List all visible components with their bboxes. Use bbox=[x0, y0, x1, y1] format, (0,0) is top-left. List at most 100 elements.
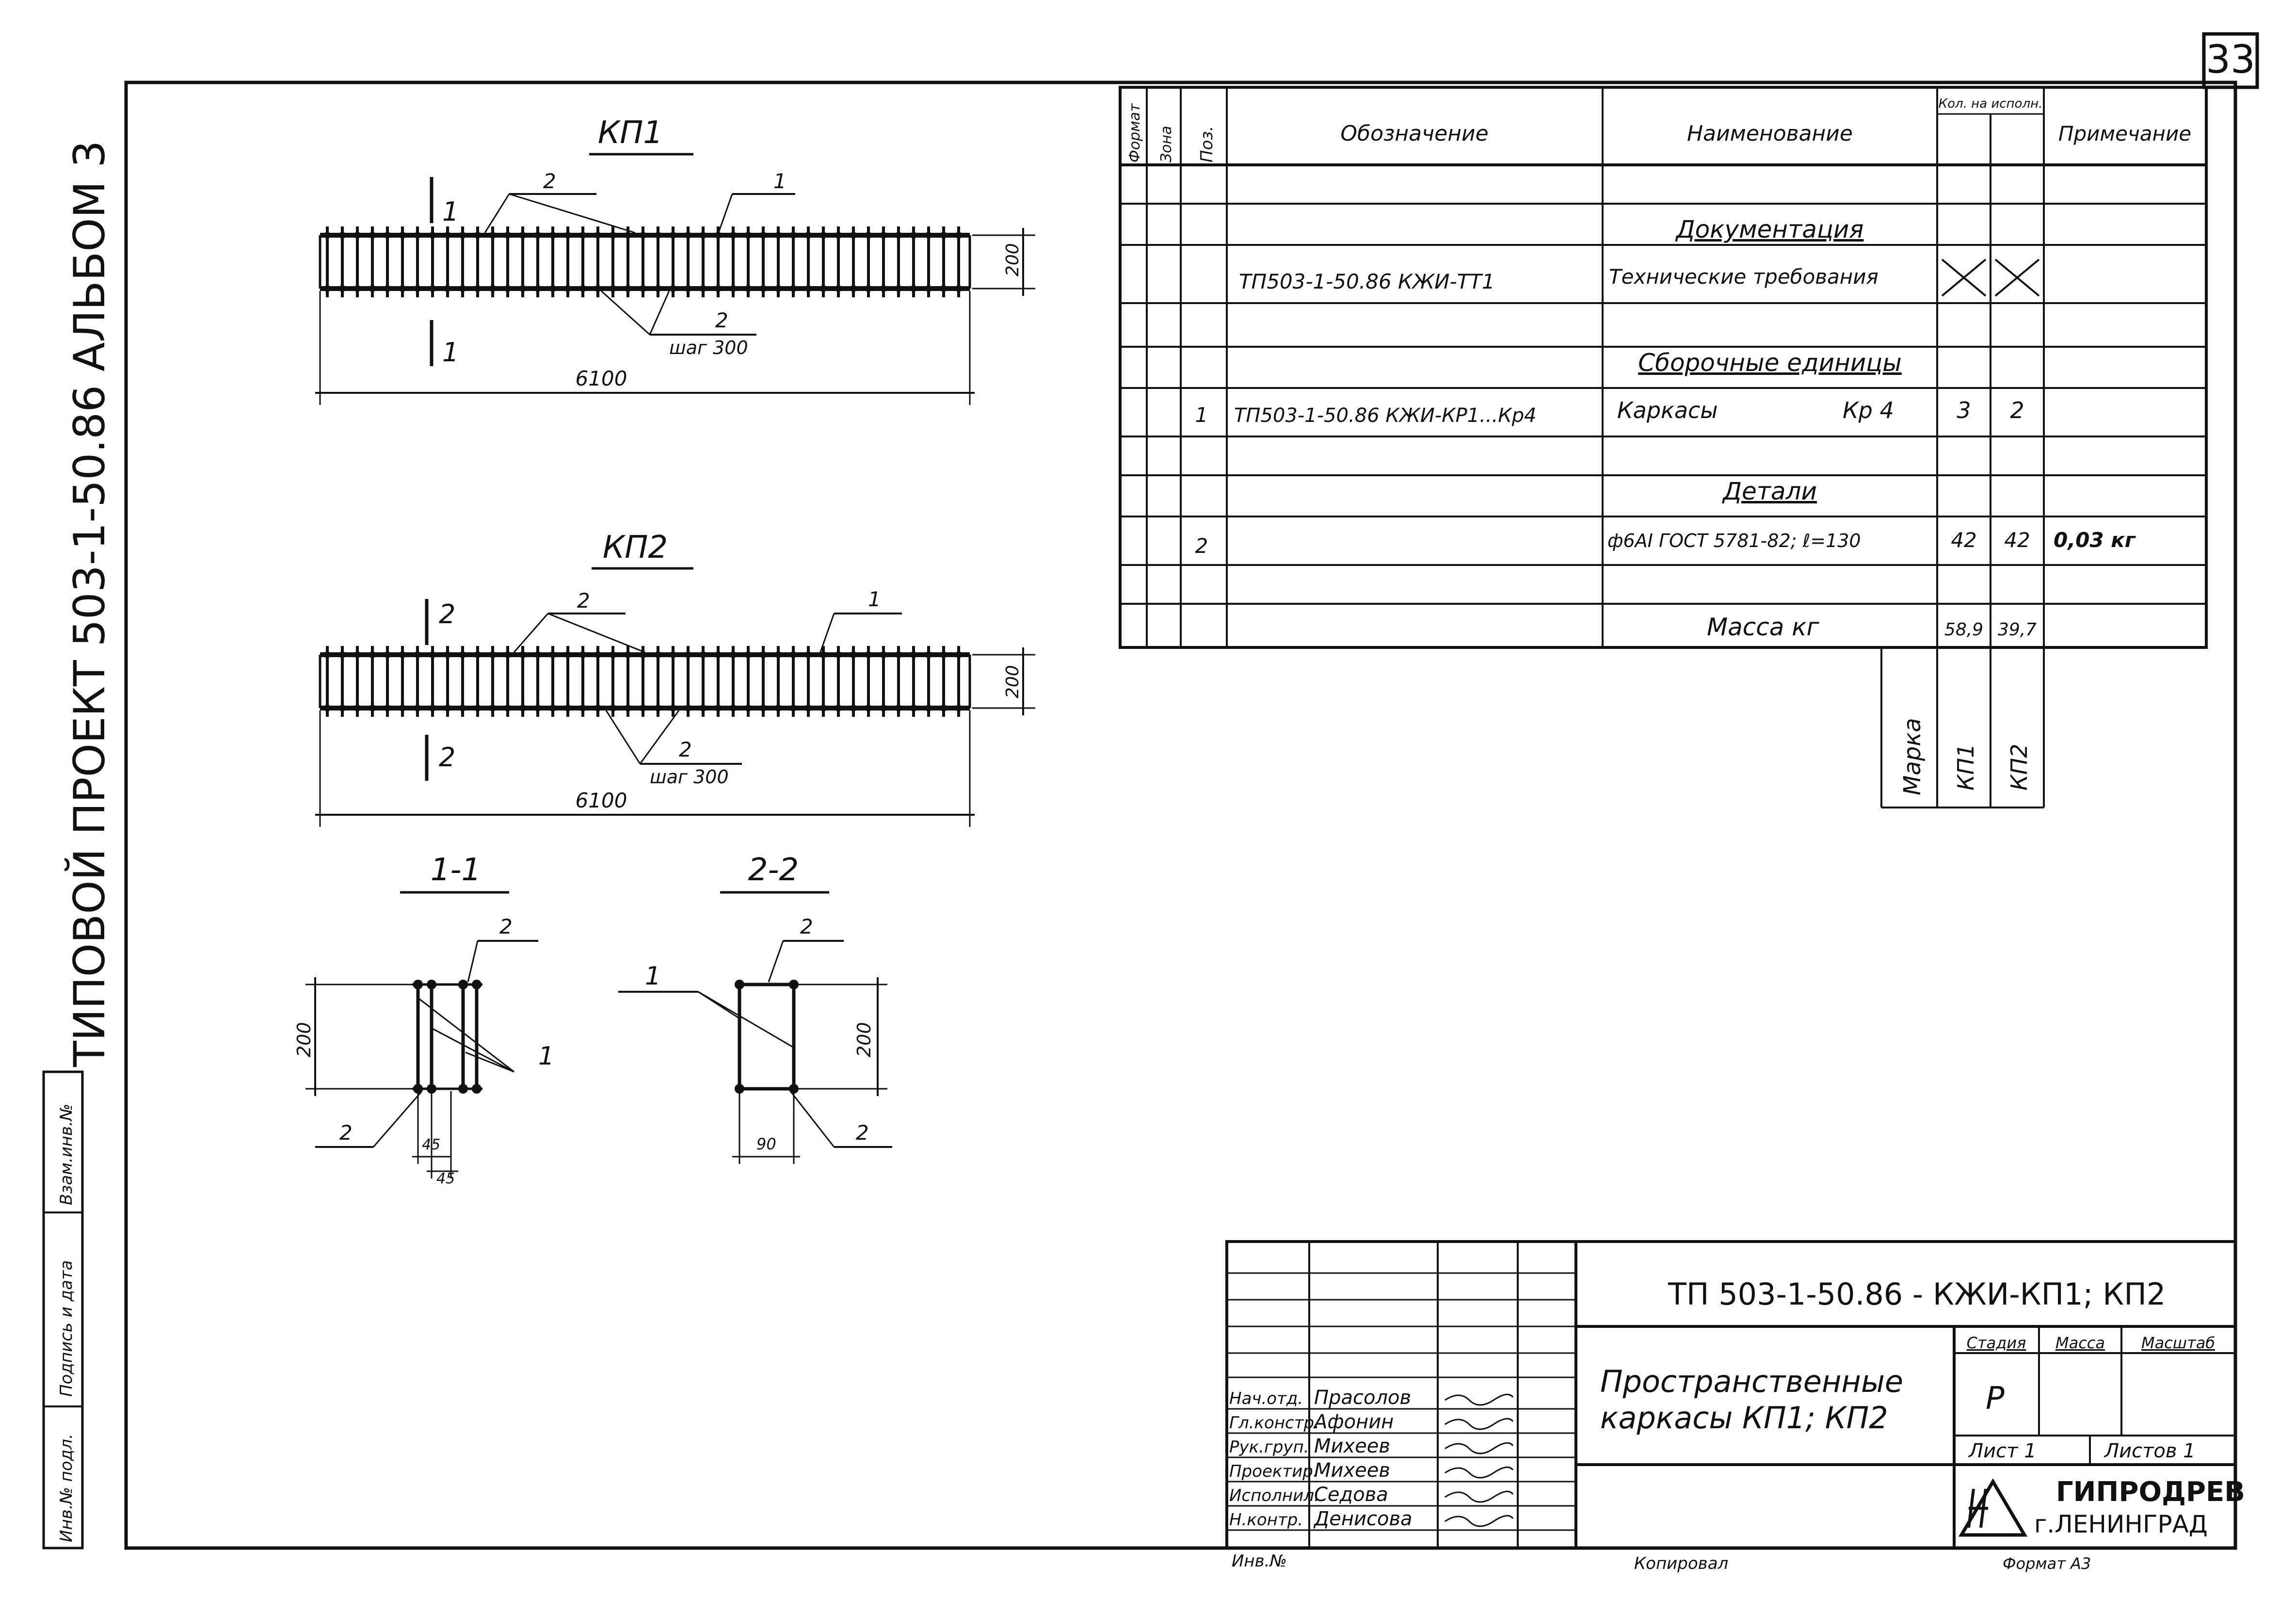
rebar-dot bbox=[339, 705, 346, 711]
tb-person-role: Проектир. bbox=[1229, 1462, 1318, 1481]
spec-details-qty2: 42 bbox=[2004, 528, 2030, 552]
rebar-dot bbox=[384, 285, 391, 292]
rebar-dot bbox=[504, 232, 511, 239]
signature bbox=[1445, 1442, 1514, 1454]
spec-header-name: Наименование bbox=[1687, 121, 1853, 146]
rebar-dot bbox=[369, 651, 376, 658]
rebar-dot bbox=[519, 705, 526, 711]
rebar-dot bbox=[820, 705, 827, 711]
spec-header-qty: Кол. на исполн. bbox=[1939, 97, 2043, 111]
rebar-dot bbox=[429, 232, 436, 239]
rebar-dot bbox=[880, 285, 887, 292]
rebar-dot bbox=[625, 651, 631, 658]
sec22-height-dim: 200 bbox=[853, 1022, 875, 1057]
spec-assembly-name: Каркасы bbox=[1617, 397, 1718, 423]
rebar-dot bbox=[489, 285, 496, 292]
rebar-dot bbox=[579, 232, 586, 239]
rebar-dot bbox=[670, 705, 676, 711]
rebar-dot bbox=[865, 705, 872, 711]
spec-details-note: 0,03 кг bbox=[2054, 528, 2136, 552]
rebar-dot bbox=[579, 651, 586, 658]
tb-person-role: Гл.констр. bbox=[1229, 1413, 1319, 1433]
tb-desc-line1: Пространственные bbox=[1600, 1364, 1903, 1399]
kp1-step: шаг 300 bbox=[669, 337, 748, 358]
rebar-dot bbox=[399, 285, 406, 292]
rebar-dot bbox=[670, 651, 676, 658]
rebar-dot bbox=[414, 651, 421, 658]
rebar-dot bbox=[459, 285, 466, 292]
tb-code: ТП 503-1-50.86 - КЖИ-КП1; КП2 bbox=[1668, 1276, 2166, 1312]
rebar-dot bbox=[369, 705, 376, 711]
rebar-dot bbox=[835, 705, 842, 711]
sec22-width-dim: 90 bbox=[756, 1135, 776, 1153]
rebar-dot bbox=[339, 285, 346, 292]
rebar-dot bbox=[444, 705, 451, 711]
tb-scale-header: Масштаб bbox=[2141, 1334, 2215, 1352]
kp2-section-bottom: 2 bbox=[439, 742, 455, 773]
spec-assembly-name-right: Кр 4 bbox=[1843, 397, 1894, 423]
rebar-dot bbox=[775, 705, 782, 711]
tb-format: Формат А3 bbox=[2003, 1554, 2091, 1573]
kp1-pos1-label: 1 bbox=[773, 169, 787, 193]
tb-person-role: Нач.отд. bbox=[1229, 1389, 1303, 1408]
rebar-dot bbox=[384, 705, 391, 711]
rebar-dot bbox=[865, 232, 872, 239]
kp2-pos2-label: 2 bbox=[577, 589, 590, 613]
spec-details-pos: 2 bbox=[1195, 534, 1208, 558]
rebar-dot bbox=[880, 651, 887, 658]
rebar-dot bbox=[865, 285, 872, 292]
rebar-dot bbox=[655, 232, 661, 239]
spec-section-details: Детали bbox=[1722, 477, 1817, 505]
rebar-dot bbox=[324, 651, 331, 658]
rebar-dot bbox=[414, 232, 421, 239]
rebar-dot bbox=[399, 232, 406, 239]
rebar-dot bbox=[745, 651, 752, 658]
sec22-pos2-top: 2 bbox=[800, 915, 813, 938]
view-kp1: КП1 6100 200 1 1 2 1 2 шаг 300 bbox=[315, 115, 1035, 405]
rebar-dot bbox=[489, 232, 496, 239]
tb-person-role: Рук.груп. bbox=[1229, 1437, 1309, 1457]
tb-person-role: Исполнил. bbox=[1229, 1486, 1319, 1505]
page-number-box bbox=[2202, 32, 2259, 89]
rebar-dot bbox=[820, 651, 827, 658]
tb-org1: ГИПРОДРЕВ bbox=[2056, 1476, 2245, 1508]
spec-assembly-pos: 1 bbox=[1195, 403, 1208, 427]
rebar-dot bbox=[910, 285, 917, 292]
rebar-dot bbox=[700, 705, 706, 711]
rebar-dot bbox=[805, 651, 812, 658]
rebar-dot bbox=[564, 651, 571, 658]
kp2-length-dim: 6100 bbox=[576, 789, 627, 812]
rebar-dot bbox=[594, 232, 601, 239]
rebar-dot bbox=[805, 285, 812, 292]
rebar-dot bbox=[354, 705, 361, 711]
margin-cell-replace: Взам.инв.№ bbox=[57, 1104, 76, 1205]
kp2-title: КП2 bbox=[603, 530, 668, 565]
rebar-dot bbox=[534, 651, 541, 658]
view-kp2: КП2 6100 200 2 2 2 1 2 шаг 300 bbox=[315, 530, 1035, 827]
rebar-dot bbox=[579, 705, 586, 711]
tb-person-name: Седова bbox=[1314, 1484, 1388, 1506]
section-2-2: 2-2 200 1 2 2 90 bbox=[618, 852, 892, 1164]
tb-sheets: Листов 1 bbox=[2103, 1440, 2196, 1462]
tb-person-name: Прасолов bbox=[1314, 1387, 1411, 1409]
kp2-cross-bars bbox=[324, 646, 962, 717]
rebar-dot bbox=[444, 285, 451, 292]
rebar-dot bbox=[564, 285, 571, 292]
sec11-title: 1-1 bbox=[431, 852, 482, 888]
rebar-dot bbox=[940, 705, 947, 711]
rebar-dot bbox=[715, 285, 722, 292]
rebar-dot bbox=[955, 285, 962, 292]
rebar-dot bbox=[474, 705, 481, 711]
rebar-dot bbox=[775, 651, 782, 658]
rebar-dot bbox=[354, 232, 361, 239]
rebar-dot bbox=[685, 232, 691, 239]
sec11-pos1: 1 bbox=[538, 1042, 554, 1071]
rebar-dot bbox=[655, 651, 661, 658]
rebar-dot bbox=[655, 285, 661, 292]
sec11-dim-b: 45 bbox=[436, 1170, 455, 1187]
spec-doc-designation: ТП503-1-50.86 КЖИ-ТТ1 bbox=[1239, 270, 1495, 293]
rebar-dot bbox=[459, 705, 466, 711]
rebar-dot bbox=[594, 285, 601, 292]
sec11-pos2-bottom: 2 bbox=[339, 1121, 353, 1145]
spec-mass-label: Масса кг bbox=[1707, 613, 1819, 641]
